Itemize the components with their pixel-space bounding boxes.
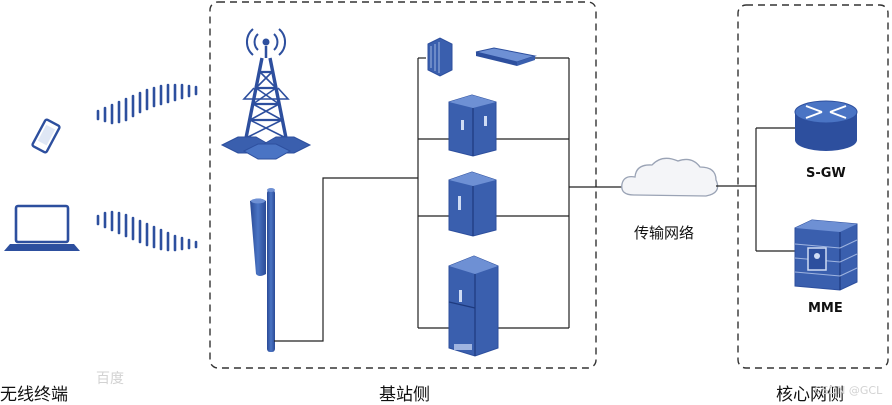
- smartphone-icon: [31, 118, 61, 154]
- transport-network-label: 传输网络: [634, 224, 695, 242]
- outdoor-cabinet-icon: [448, 94, 497, 157]
- laptop-icon: [4, 204, 80, 251]
- rru-unit-icon: [427, 37, 453, 77]
- cell-tower-icon: [242, 28, 290, 139]
- cloud-icon: [621, 157, 719, 197]
- bbu-unit-icon: [475, 47, 537, 66]
- indoor-cabinet-icon: [448, 171, 497, 237]
- radio-wave-upper: [96, 83, 198, 125]
- equipment-bus: [417, 57, 570, 329]
- core-bus: [755, 127, 795, 252]
- tower-base-icon: [220, 136, 312, 160]
- core-network-region: [737, 4, 889, 369]
- base-station-section-label: 基站侧: [379, 385, 430, 405]
- terminal-section-label: 无线终端: [0, 385, 68, 405]
- sgw-label: S-GW: [806, 166, 846, 181]
- core-section-label: 核心网侧: [776, 385, 844, 405]
- sgw-router-icon: [794, 100, 858, 151]
- mme-label: MME: [808, 301, 843, 316]
- rack-cabinet-icon: [448, 255, 499, 357]
- credit-watermark: CSDN @GCL: [814, 384, 883, 397]
- baidu-watermark: 百度: [96, 371, 124, 387]
- mme-server-icon: [794, 219, 858, 291]
- tower-feeder-line: [274, 177, 418, 342]
- base-station-region: [209, 1, 597, 369]
- radio-wave-lower: [96, 210, 198, 252]
- antenna-pole-icon: [250, 188, 275, 352]
